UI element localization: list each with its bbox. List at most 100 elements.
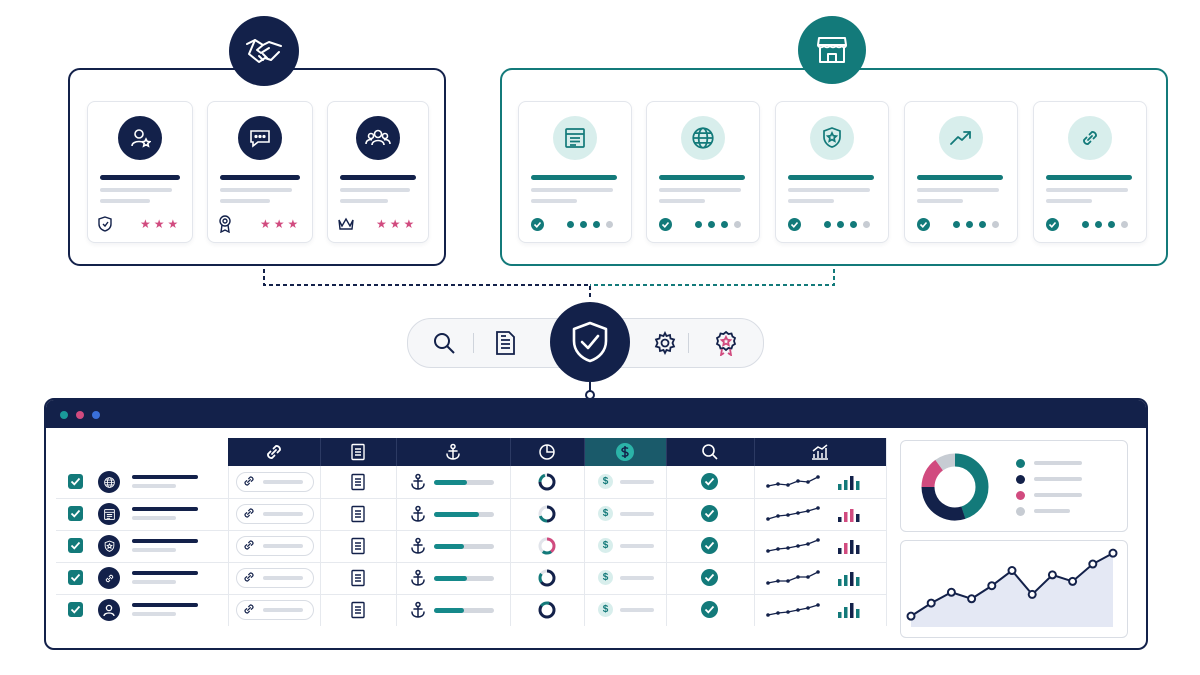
column-header-document-icon[interactable] bbox=[320, 438, 396, 466]
rating-dot bbox=[979, 221, 986, 228]
link-pill[interactable] bbox=[236, 536, 314, 556]
sparkline bbox=[766, 506, 820, 521]
window-dot[interactable] bbox=[92, 411, 100, 419]
storefront-hub[interactable] bbox=[798, 16, 866, 84]
dollar-icon: $ bbox=[598, 602, 613, 617]
progress-bar bbox=[434, 576, 494, 581]
rating-dot bbox=[606, 221, 613, 228]
document-icon[interactable] bbox=[491, 329, 519, 357]
user-icon bbox=[98, 599, 120, 621]
link-pill[interactable] bbox=[236, 472, 314, 492]
verified-check-icon bbox=[701, 473, 718, 490]
mini-bar-chart bbox=[838, 476, 860, 490]
service-card[interactable] bbox=[646, 101, 760, 243]
column-header-dollar-icon[interactable] bbox=[584, 438, 666, 466]
service-card[interactable] bbox=[775, 101, 889, 243]
row-divider bbox=[56, 530, 886, 531]
search-icon[interactable] bbox=[430, 329, 458, 357]
row-checkbox[interactable] bbox=[68, 506, 83, 521]
rating-dots bbox=[1082, 221, 1128, 228]
shield-star-icon bbox=[98, 535, 120, 557]
card-text-line bbox=[917, 188, 999, 192]
link-pill[interactable] bbox=[236, 504, 314, 524]
service-card[interactable] bbox=[904, 101, 1018, 243]
mini-bar-chart bbox=[838, 509, 860, 522]
check-icon bbox=[788, 218, 801, 231]
globe-icon bbox=[98, 471, 120, 493]
document-icon[interactable] bbox=[350, 505, 366, 528]
column-header-bar-chart-icon[interactable] bbox=[754, 438, 886, 466]
row-checkbox[interactable] bbox=[68, 538, 83, 553]
data-point bbox=[1108, 548, 1118, 558]
card-title-bar bbox=[100, 175, 180, 180]
column-header-anchor-icon[interactable] bbox=[396, 438, 510, 466]
partner-card[interactable]: ★★★ bbox=[207, 101, 313, 243]
link-pill[interactable] bbox=[236, 568, 314, 588]
column-divider bbox=[754, 438, 755, 466]
storefront-icon bbox=[817, 37, 847, 63]
window-dot[interactable] bbox=[60, 411, 68, 419]
column-header-pie-icon[interactable] bbox=[510, 438, 584, 466]
anchor-icon bbox=[410, 569, 426, 592]
amount-line bbox=[620, 480, 654, 484]
progress-bar bbox=[434, 512, 494, 517]
data-point bbox=[987, 581, 997, 591]
progress-fill bbox=[434, 576, 467, 581]
row-title-bar bbox=[132, 475, 198, 479]
rating-dot bbox=[837, 221, 844, 228]
row-checkbox[interactable] bbox=[68, 570, 83, 585]
card-title-bar bbox=[1046, 175, 1132, 180]
link-icon bbox=[241, 601, 257, 622]
data-point bbox=[967, 594, 977, 604]
card-text-line bbox=[1046, 188, 1128, 192]
sparkline bbox=[766, 570, 820, 585]
handshake-hub[interactable] bbox=[229, 16, 299, 86]
card-title-bar bbox=[917, 175, 1003, 180]
window-dot[interactable] bbox=[76, 411, 84, 419]
row-title-bar bbox=[132, 507, 198, 511]
card-text-line bbox=[220, 199, 270, 203]
legend-dot bbox=[1016, 475, 1025, 484]
document-icon[interactable] bbox=[350, 569, 366, 592]
link-pill[interactable] bbox=[236, 600, 314, 620]
legend-dot bbox=[1016, 459, 1025, 468]
document-icon[interactable] bbox=[350, 601, 366, 624]
chat-bubble-icon bbox=[238, 116, 282, 160]
gear-icon[interactable] bbox=[651, 329, 679, 357]
link-icon bbox=[241, 505, 257, 526]
column-divider bbox=[510, 438, 511, 466]
column-divider bbox=[584, 438, 585, 466]
anchor-icon bbox=[410, 537, 426, 560]
document-icon[interactable] bbox=[350, 537, 366, 560]
shield-check-hub[interactable] bbox=[550, 302, 630, 382]
separator bbox=[688, 333, 689, 353]
legend-line bbox=[1034, 509, 1070, 513]
globe-icon bbox=[681, 116, 725, 160]
award-badge-icon[interactable] bbox=[712, 329, 740, 357]
anchor-icon bbox=[410, 505, 426, 528]
shield-icon bbox=[98, 216, 112, 232]
column-header-link-icon[interactable] bbox=[228, 438, 320, 466]
card-title-bar bbox=[220, 175, 300, 180]
mini-donut bbox=[538, 537, 556, 555]
row-checkbox[interactable] bbox=[68, 602, 83, 617]
rating-dot bbox=[953, 221, 960, 228]
column-header-search-icon[interactable] bbox=[666, 438, 754, 466]
rating-dot bbox=[567, 221, 574, 228]
partner-card[interactable]: ★★★ bbox=[327, 101, 429, 243]
partner-card[interactable]: ★★★ bbox=[87, 101, 193, 243]
document-icon[interactable] bbox=[350, 473, 366, 496]
dollar-icon: $ bbox=[598, 474, 613, 489]
rating-dot bbox=[992, 221, 999, 228]
award-ribbon-icon bbox=[219, 215, 231, 233]
row-checkbox[interactable] bbox=[68, 474, 83, 489]
service-card[interactable] bbox=[518, 101, 632, 243]
table-header bbox=[228, 438, 886, 466]
pill-text-line bbox=[263, 512, 303, 516]
service-card[interactable] bbox=[1033, 101, 1147, 243]
donut-slice bbox=[921, 453, 989, 521]
card-text-line bbox=[100, 199, 150, 203]
card-text-line bbox=[100, 188, 172, 192]
column-divider bbox=[510, 466, 511, 626]
link-icon bbox=[98, 567, 120, 589]
